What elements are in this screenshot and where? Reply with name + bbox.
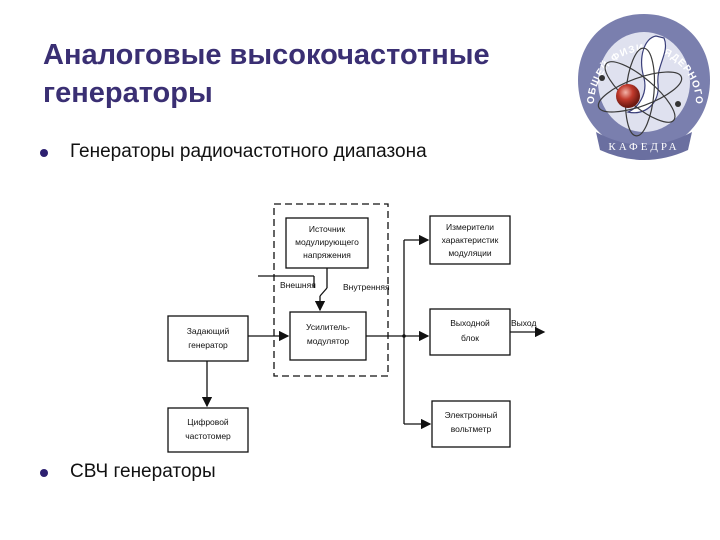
switch-contact xyxy=(319,287,328,297)
block-label: Выходной xyxy=(450,318,490,328)
block-label: Цифровой xyxy=(187,417,229,427)
slide-title: Аналоговые высокочастотные генераторы xyxy=(43,39,490,109)
block-label: напряжения xyxy=(303,250,351,260)
output-label: Выход xyxy=(511,318,536,328)
block-label: генератор xyxy=(188,340,228,350)
master-oscillator-block xyxy=(167,315,249,362)
block-label: частотомер xyxy=(185,431,231,441)
bullet-dot-icon xyxy=(40,149,48,157)
modulator-dashed-frame xyxy=(273,203,389,377)
voltmeter-block xyxy=(431,400,511,448)
bullet-text: СВЧ генераторы xyxy=(70,461,216,482)
internal-label: Внутренняя xyxy=(343,282,390,292)
external-label: Внешняя xyxy=(280,280,316,290)
block-diagram: Задающий генератор Источник модулирующег… xyxy=(160,196,550,464)
modulation-meter-block xyxy=(429,215,511,265)
junction-dot xyxy=(402,334,406,338)
block-label: модулирующего xyxy=(295,237,359,247)
block-label: Задающий xyxy=(187,326,230,336)
block-label: вольтметр xyxy=(451,424,492,434)
frequency-counter-block xyxy=(167,407,249,453)
block-label: модулятор xyxy=(307,336,349,346)
department-emblem: ОБЩЕЙ ФИЗИКИ ЯДЕРНОГО СИНТЕЗА КАФЕДРА xyxy=(570,0,714,164)
block-label: модуляции xyxy=(448,248,492,258)
bullet-text: Генераторы радиочастотного диапазона xyxy=(70,141,427,162)
output-unit-block xyxy=(429,308,511,356)
block-label: Измерители xyxy=(446,222,494,232)
bullet-dot-icon xyxy=(40,469,48,477)
block-label: Электронный xyxy=(445,410,498,420)
emblem-banner-text: КАФЕДРА xyxy=(608,141,679,153)
block-label: характеристик xyxy=(442,235,499,245)
block-label: Источник xyxy=(309,224,346,234)
block-label: Усилитель- xyxy=(306,322,350,332)
block-label: блок xyxy=(461,333,479,343)
